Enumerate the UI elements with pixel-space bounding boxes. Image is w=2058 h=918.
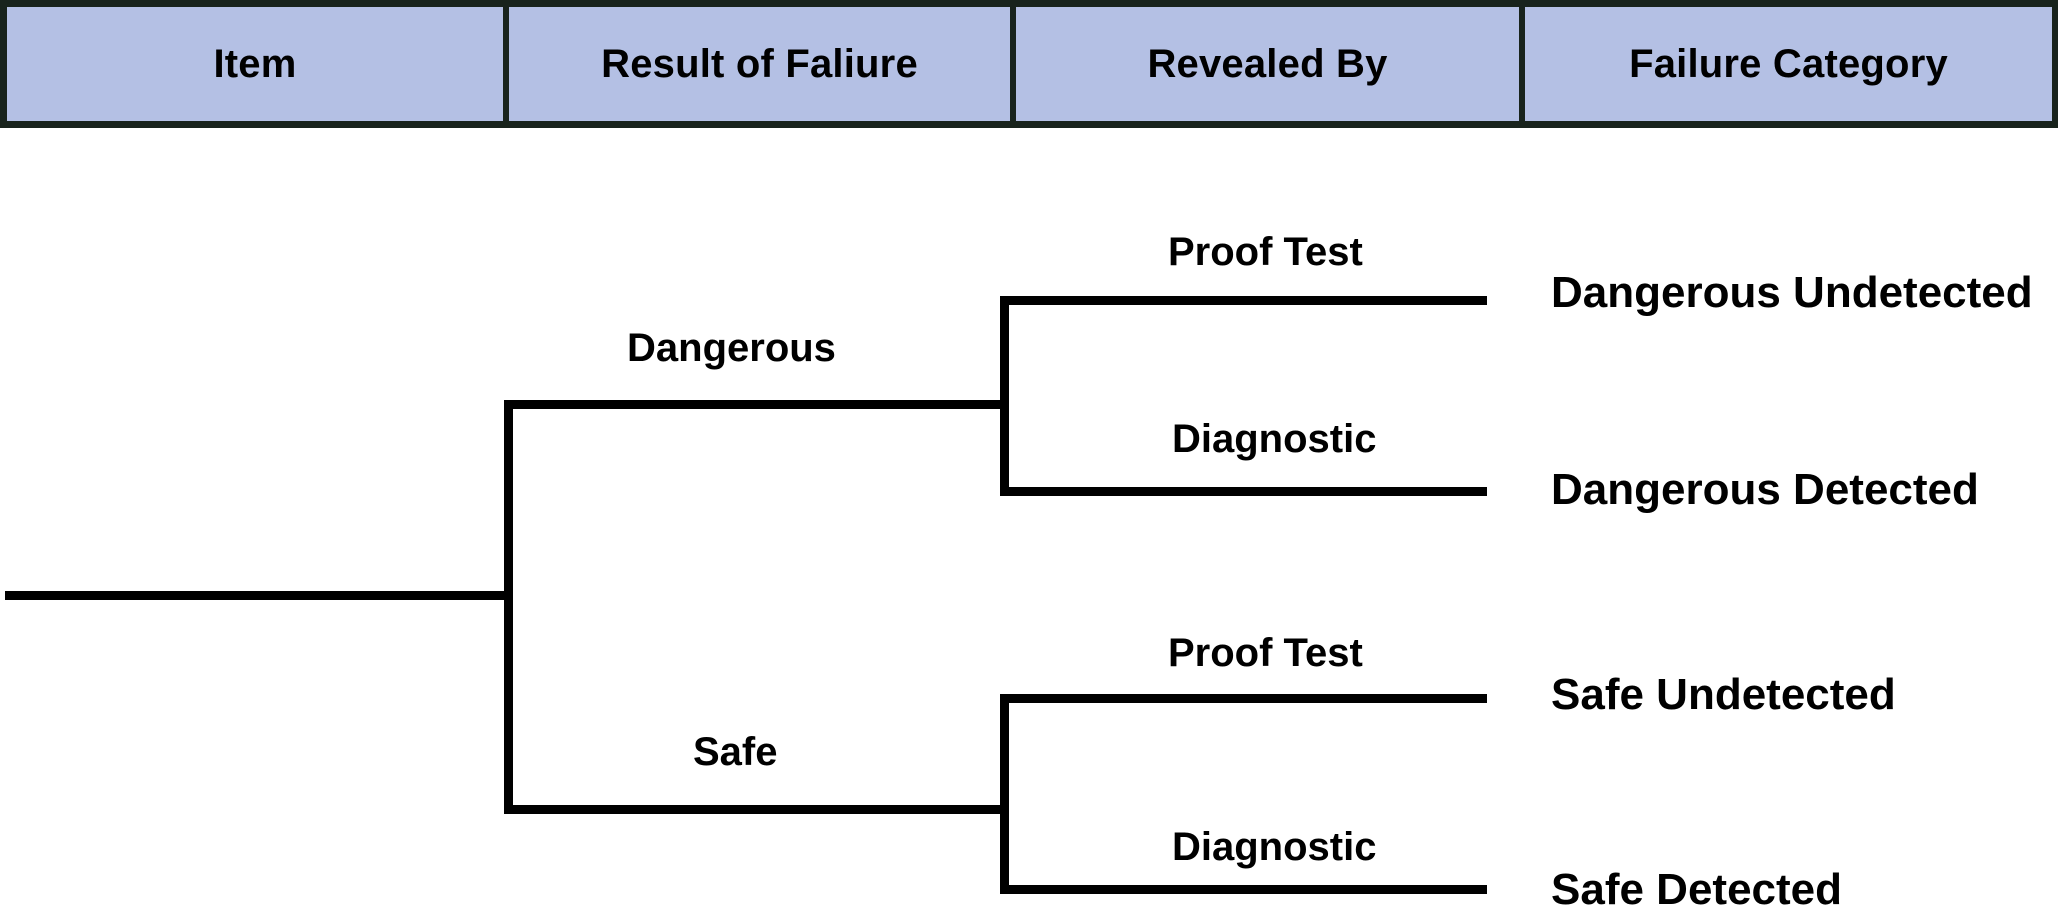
header-cell-failure-category: Failure Category	[1525, 7, 2058, 121]
header-label-failure-category: Failure Category	[1629, 42, 1948, 86]
tree-revealed-by-label-diagnostic-dangerous: Diagnostic	[1172, 417, 1377, 461]
tree-revealed-by-label-proof-test-safe: Proof Test	[1168, 631, 1363, 675]
header-cell-revealed-by: Revealed By	[1016, 7, 1525, 121]
tree-revealed-by-label-diagnostic-safe: Diagnostic	[1172, 825, 1377, 869]
tree-branch-dangerous-line	[504, 400, 1009, 409]
tree-leaf-line-safe-detected	[1000, 885, 1487, 894]
tree-leaf-label-dangerous-undetected: Dangerous Undetected	[1551, 268, 2033, 317]
tree-leaf-line-safe-undetected	[1000, 694, 1487, 703]
tree-leaf-label-safe-undetected: Safe Undetected	[1551, 670, 1896, 719]
tree-branch-safe-line	[504, 805, 1009, 814]
tree-level2-spine-dangerous	[1000, 296, 1009, 496]
tree-branch-label-dangerous: Dangerous	[627, 326, 836, 370]
tree-leaf-label-safe-detected: Safe Detected	[1551, 865, 1843, 914]
header-cell-item: Item	[0, 7, 509, 121]
column-header-table: Item Result of Faliure Revealed By Failu…	[0, 0, 2058, 128]
tree-trunk-line	[5, 591, 511, 600]
header-label-revealed-by: Revealed By	[1147, 42, 1388, 86]
tree-branch-label-safe: Safe	[693, 730, 778, 774]
header-label-item: Item	[213, 42, 297, 86]
header-label-result-of-failure: Result of Faliure	[601, 42, 918, 86]
header-cell-result-of-failure: Result of Faliure	[509, 7, 1016, 121]
tree-revealed-by-label-proof-test-dangerous: Proof Test	[1168, 230, 1363, 274]
tree-level2-spine-safe	[1000, 694, 1009, 894]
tree-leaf-line-dangerous-detected	[1000, 487, 1487, 496]
tree-level1-spine	[504, 400, 513, 814]
tree-leaf-label-dangerous-detected: Dangerous Detected	[1551, 465, 1979, 514]
tree-leaf-line-dangerous-undetected	[1000, 296, 1487, 305]
